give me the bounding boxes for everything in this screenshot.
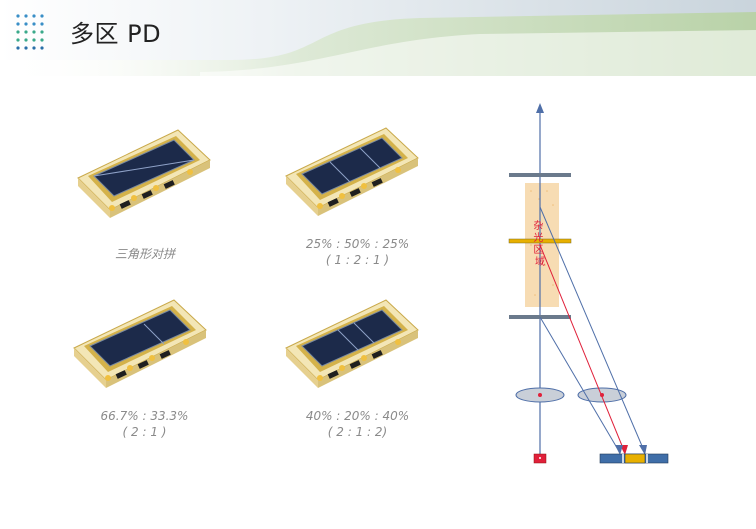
- caption-proportion: ( 1 : 2 : 1 ): [325, 253, 390, 267]
- pd-chip-image: [77, 129, 211, 219]
- pd-chip-image: [285, 127, 419, 217]
- logo-dots-icon: [16, 14, 44, 50]
- plate-top: [509, 173, 571, 177]
- caption-ratio: 40% : 20% : 40%: [305, 409, 410, 423]
- pd-chip-three-zone: [278, 118, 428, 218]
- panel-caption-1: 三角形对拼: [90, 246, 200, 262]
- panel-caption-4: 40% : 20% : 40% ( 2 : 1 : 2): [290, 408, 425, 440]
- page-title: 多区 PD: [70, 20, 162, 48]
- pd-chip-image: [73, 299, 207, 389]
- optical-path-diagram: 杂 光 区 域: [508, 103, 669, 464]
- caption-ratio: 66.7% : 33.3%: [100, 409, 189, 423]
- stray-region-label: 杂 光 区 域: [533, 220, 546, 268]
- caption-proportion: ( 2 : 1 : 2): [327, 425, 388, 439]
- pd-chip-two-zone: [66, 290, 216, 390]
- header-background: [0, 0, 756, 76]
- panel-caption-2: 25% : 50% : 25% ( 1 : 2 : 1 ): [290, 236, 425, 268]
- ray-red: [539, 244, 626, 454]
- aperture-plate: [508, 238, 572, 244]
- caption-proportion: ( 2 : 1 ): [122, 425, 167, 439]
- ray-blue-2: [539, 316, 621, 454]
- axis-arrow-icon: [536, 103, 544, 113]
- caption-ratio: 25% : 50% : 25%: [305, 237, 410, 251]
- caption-ratio: 三角形对拼: [114, 247, 175, 261]
- panel-caption-3: 66.7% : 33.3% ( 2 : 1 ): [82, 408, 207, 440]
- pd-chip-triangle: [70, 120, 220, 220]
- slide-header: 多区 PD: [0, 0, 756, 76]
- pd-chip-three-zone-alt: [278, 290, 428, 390]
- pd-chip-image: [285, 299, 419, 389]
- ray-blue-1: [539, 206, 646, 454]
